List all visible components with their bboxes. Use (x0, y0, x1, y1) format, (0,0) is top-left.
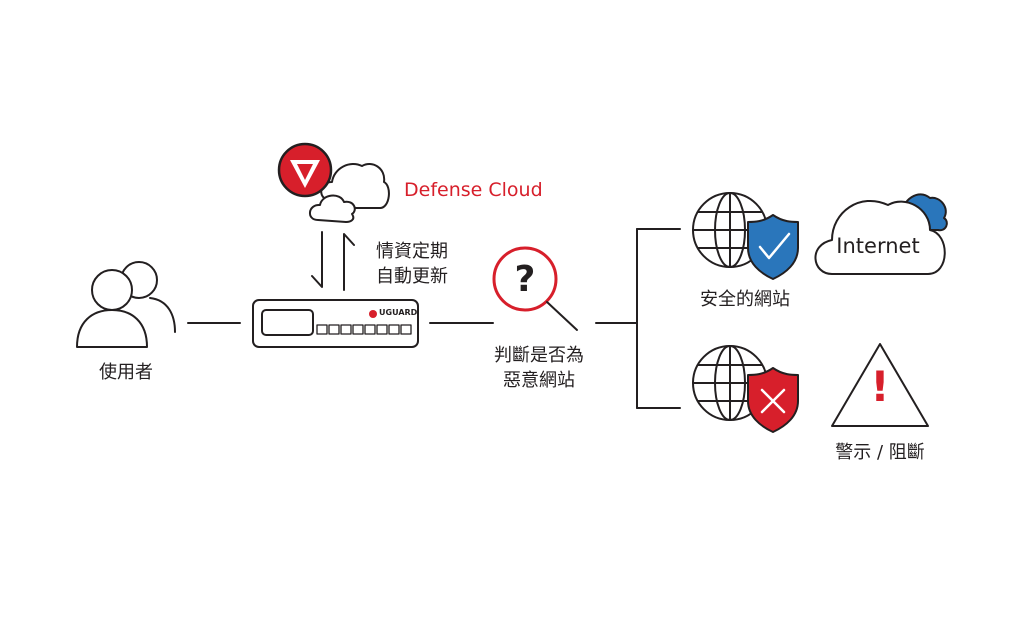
warn-block-label: 警示 / 阻斷 (835, 442, 925, 463)
warning-triangle-icon (831, 343, 929, 427)
update-label-line1: 情資定期 (376, 241, 448, 262)
question-mark: ? (514, 259, 536, 300)
user-label: 使用者 (99, 362, 153, 383)
device-brand: UGUARD (379, 308, 418, 317)
judge-label-line2: 惡意網站 (503, 370, 575, 391)
internet-label: Internet (836, 234, 920, 258)
defense-cloud-title: Defense Cloud (404, 179, 543, 201)
down-arrow-icon (311, 231, 323, 288)
branch-connector (595, 228, 681, 409)
safe-site-label: 安全的網站 (700, 289, 790, 310)
internet-cloud-icon (814, 193, 948, 275)
malicious-shield-icon (747, 367, 799, 433)
defense-cloud-icon (277, 142, 390, 223)
magnifier-icon (492, 246, 578, 331)
users-icon (76, 261, 176, 348)
uguard-logo-icon (369, 310, 377, 318)
safe-shield-icon (747, 214, 799, 280)
uguard-device-icon (252, 299, 419, 348)
update-label-line2: 自動更新 (376, 266, 448, 287)
judge-label-line1: 判斷是否為 (494, 345, 584, 366)
up-arrow-icon (343, 233, 355, 291)
exclamation-mark: ! (870, 362, 890, 411)
